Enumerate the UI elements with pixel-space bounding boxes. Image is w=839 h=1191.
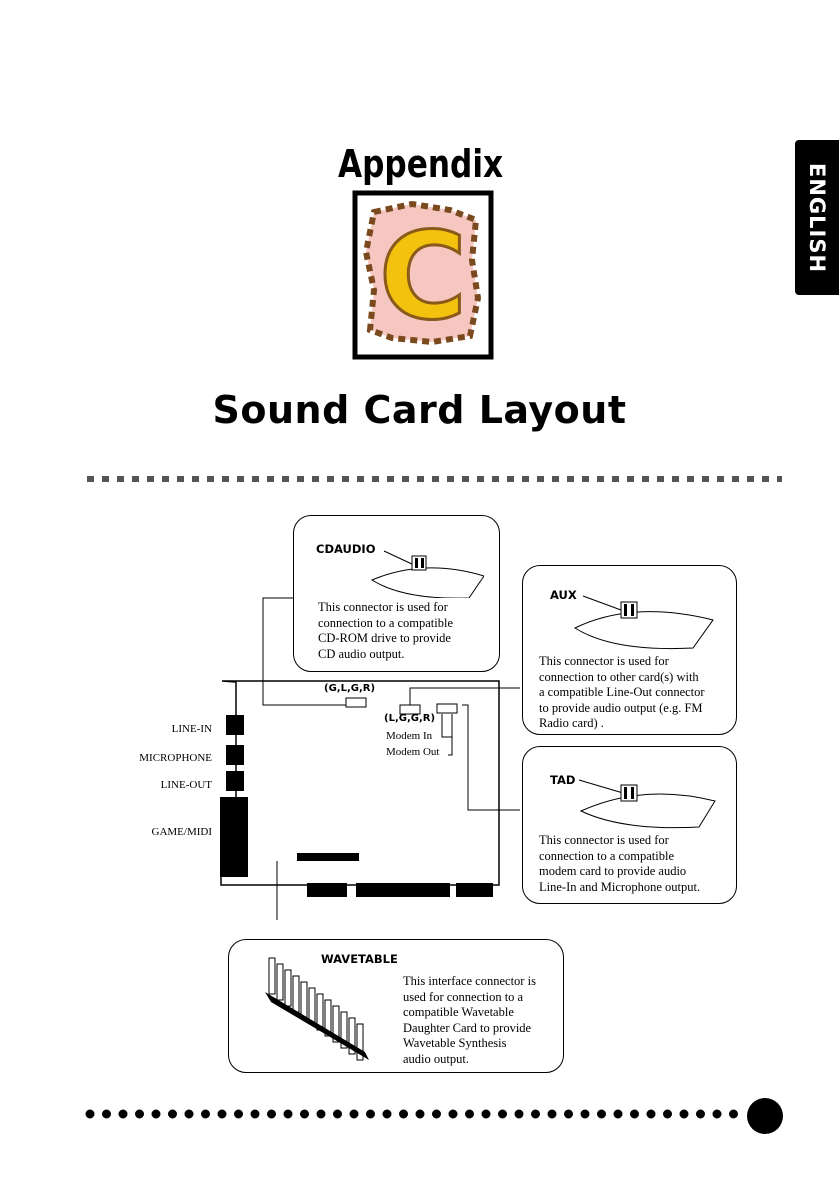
cdaudio-text-2: connection to a compatible (318, 615, 454, 630)
language-tab-label: ENGLISH (805, 162, 829, 273)
cdaudio-illustration (370, 550, 484, 598)
line-in-label: LINE-IN (171, 723, 212, 735)
page-title: Sound Card Layout (212, 388, 627, 432)
tad-callout: TAD This connector is used for connectio… (522, 746, 737, 904)
wavetable-text-4: Daughter Card to provide (403, 1020, 532, 1035)
appendix-c-logo: C (352, 190, 494, 360)
cdaudio-pins: (G,L,G,R) (324, 683, 376, 694)
aux-text-4: to provide audio output (e.g. FM (539, 700, 703, 715)
aux-text-2: connection to other card(s) with (539, 669, 699, 684)
page-number-badge (747, 1098, 783, 1134)
aux-callout: AUX This connector is used for connectio… (522, 565, 737, 735)
cdaudio-connector (345, 697, 367, 708)
wavetable-text-6: audio output. (403, 1051, 469, 1066)
cdaudio-label: CDAUDIO (316, 542, 376, 556)
modem-out-label: Modem Out (386, 746, 440, 758)
appendix-letter: C (379, 208, 467, 347)
wavetable-text-3: compatible Wavetable (403, 1005, 514, 1019)
appendix-heading: Appendix (338, 142, 504, 186)
wavetable-pins-illustration (265, 957, 369, 1061)
line-out-label: LINE-OUT (160, 779, 212, 791)
game-midi-port (220, 797, 248, 877)
top-separator (87, 476, 782, 482)
tad-text-1: This connector is used for (539, 833, 669, 847)
wavetable-callout: WAVETABLE This interface connector is us… (228, 939, 564, 1073)
aux-text-5: Radio card) . (539, 716, 604, 730)
tad-illustration (578, 779, 716, 829)
bottom-separator (85, 1109, 744, 1119)
aux-pins: (L,G,G,R) (384, 713, 436, 724)
line-in-jack (226, 715, 244, 735)
aux-text-1: This connector is used for (539, 654, 669, 668)
tad-connector (436, 703, 458, 714)
wavetable-label: WAVETABLE (321, 952, 398, 966)
tad-label: TAD (550, 773, 576, 787)
sound-card-diagram (220, 597, 520, 920)
line-out-jack (226, 771, 244, 791)
tad-link (462, 704, 520, 811)
edge-connector (307, 883, 347, 897)
modem-in-label: Modem In (386, 730, 433, 742)
aux-link (409, 687, 520, 705)
language-tab: ENGLISH (795, 140, 839, 295)
wavetable-text-1: This interface connector is (403, 974, 536, 988)
tad-text-4: Line-In and Microphone output. (539, 879, 701, 894)
microphone-label: MICROPHONE (139, 752, 212, 764)
cdaudio-text-1: This connector is used for (318, 600, 448, 614)
wavetable-header (297, 853, 359, 861)
wavetable-text-5: Wavetable Synthesis (403, 1036, 507, 1050)
cdaudio-callout: CDAUDIO This connector is used for conne… (293, 515, 500, 672)
microphone-jack (226, 745, 244, 765)
aux-illustration (573, 595, 714, 650)
wavetable-text-2: used for connection to a (403, 989, 524, 1004)
aux-label: AUX (550, 588, 577, 602)
card-board (220, 680, 500, 886)
cdaudio-text-4: CD audio output. (318, 646, 405, 661)
tad-text-2: connection to a compatible (539, 848, 675, 863)
cdaudio-text-3: CD-ROM drive to provide (318, 631, 451, 645)
cdaudio-link (262, 597, 346, 706)
game-midi-label: GAME/MIDI (151, 826, 213, 838)
aux-text-3: a compatible Line-Out connector (539, 685, 705, 699)
tad-text-3: modem card to provide audio (539, 864, 687, 878)
